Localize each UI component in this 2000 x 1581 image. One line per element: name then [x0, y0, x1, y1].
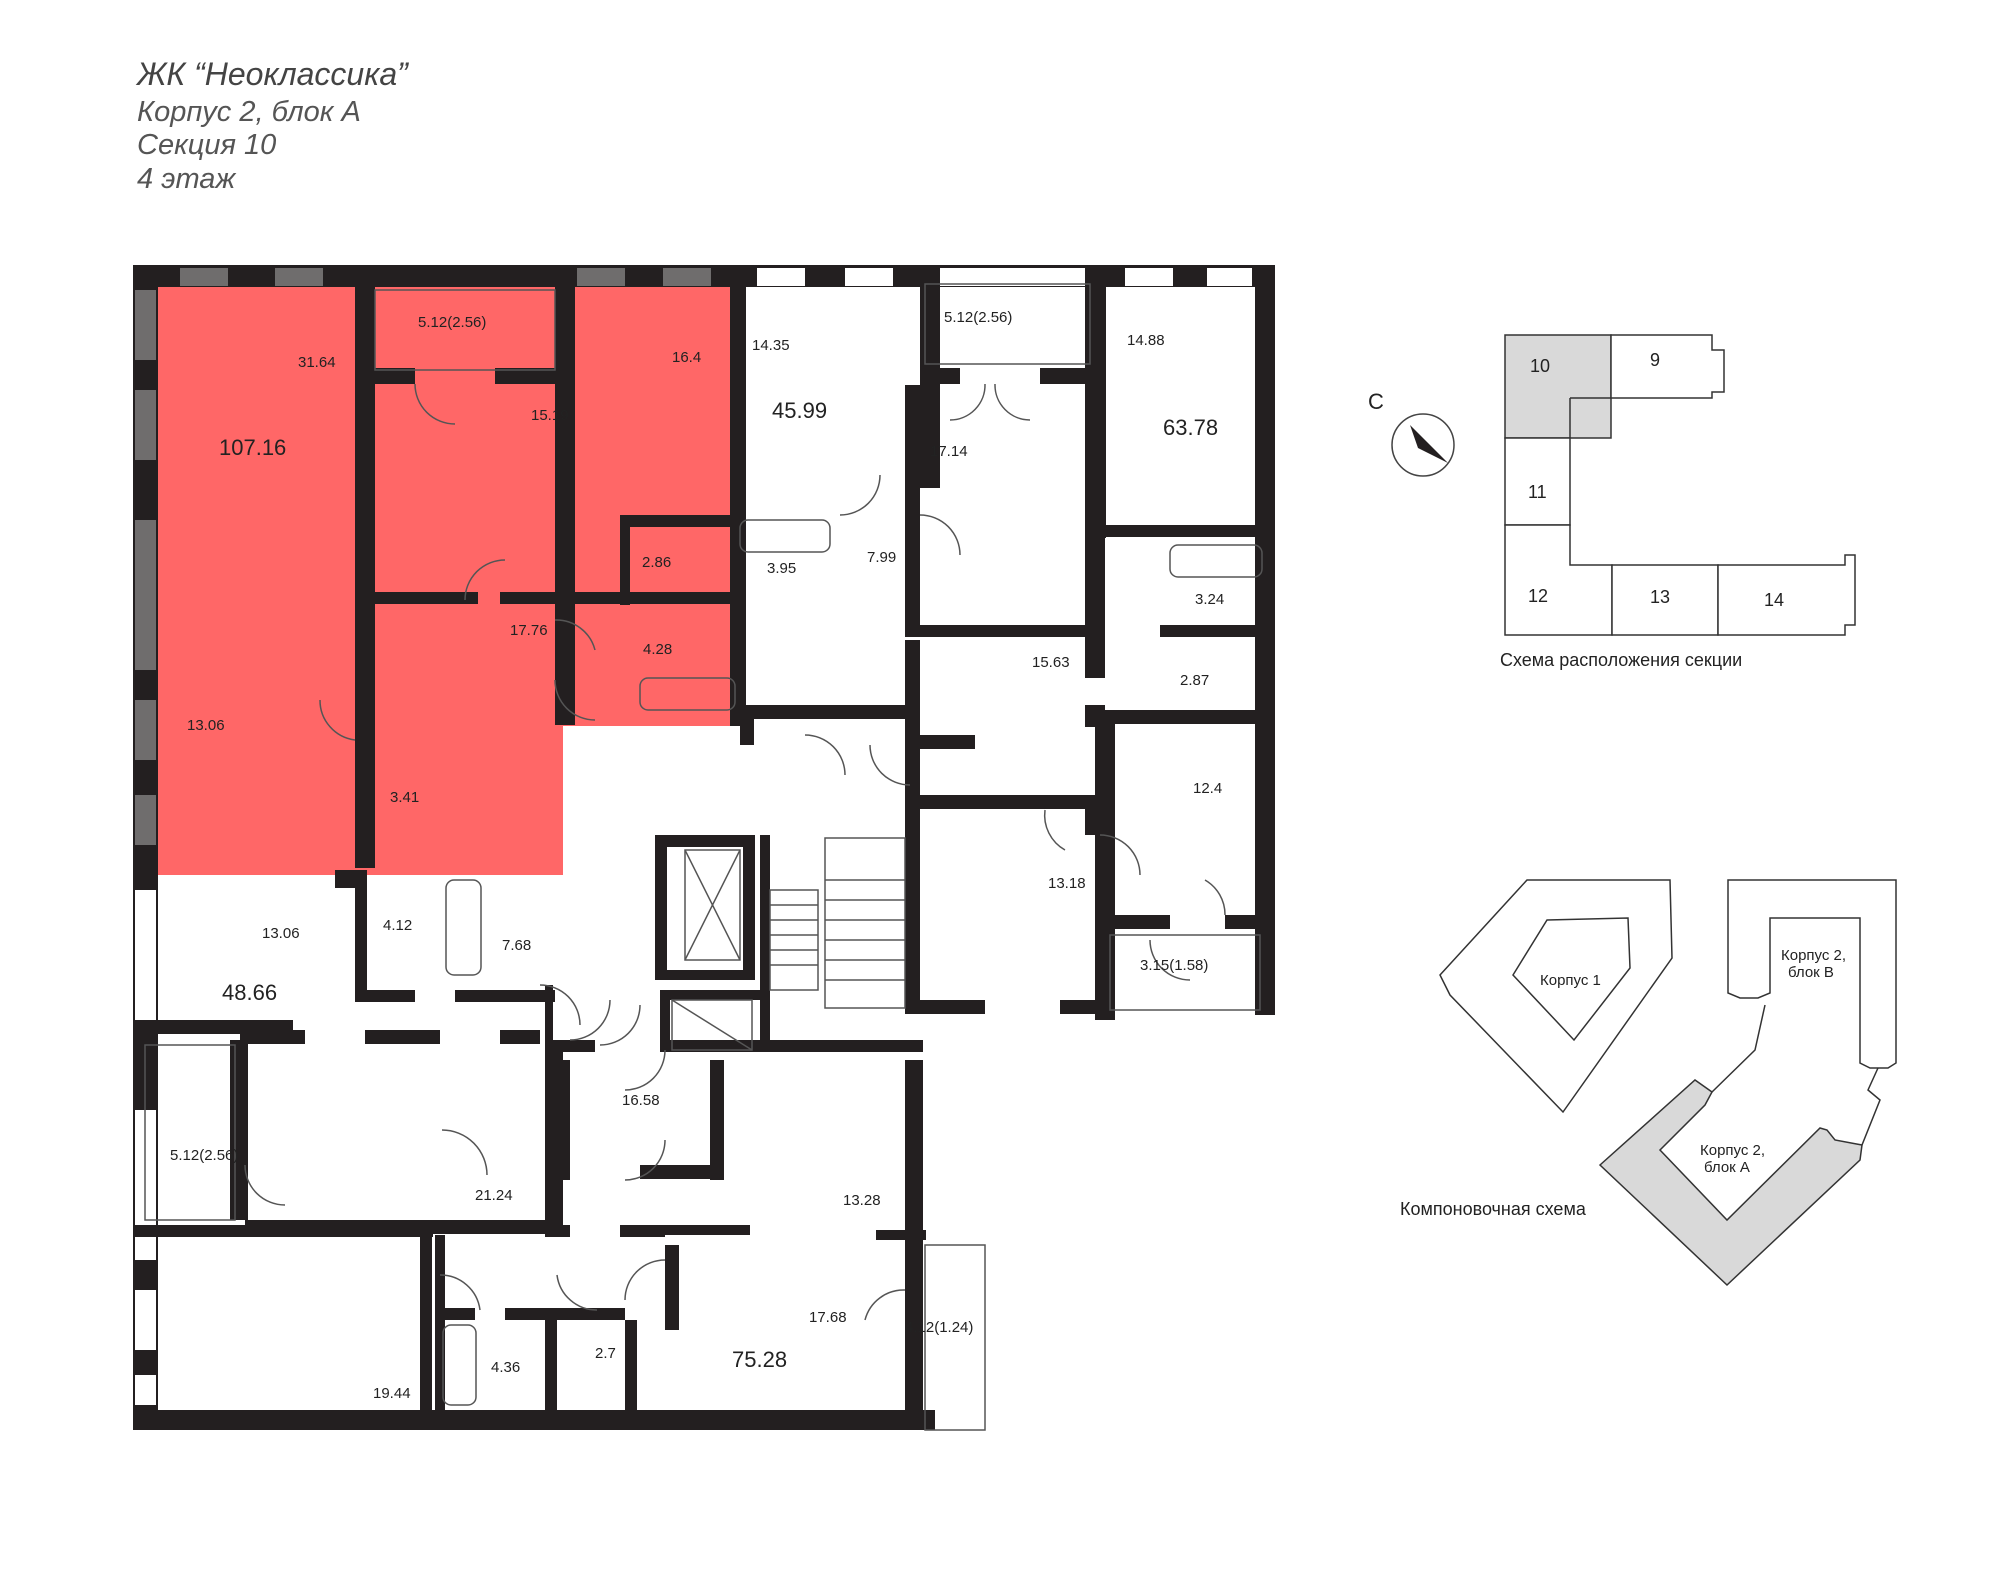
- apartment-total-area: 48.66: [222, 980, 277, 1005]
- section-number: 9: [1650, 350, 1660, 370]
- room-area: 3.41: [390, 789, 419, 806]
- apartment-total-area: 63.78: [1163, 415, 1218, 440]
- room-area: 14.35: [752, 337, 790, 354]
- room-area: 4.12(1.24): [905, 1319, 973, 1336]
- room-area: 13.06: [262, 925, 300, 942]
- section-label: Секция 10: [137, 129, 277, 161]
- building-label: блок А: [1704, 1159, 1750, 1176]
- apartment-total-area: 75.28: [732, 1347, 787, 1372]
- room-area: 14.88: [1127, 332, 1165, 349]
- room-area: 13.18: [1048, 875, 1086, 892]
- room-area: 7.68: [502, 937, 531, 954]
- building-label: Корпус 1: [1540, 972, 1601, 989]
- room-area: 3.24: [1195, 591, 1224, 608]
- walls: [133, 265, 1275, 1430]
- room-area: 2.87: [1180, 672, 1209, 689]
- room-area: 31.64: [298, 354, 336, 371]
- room-area: 15.63: [1032, 654, 1070, 671]
- layout-scheme: [1439, 879, 1897, 1287]
- room-area: 2.86: [642, 554, 671, 571]
- apartment-totals: 107.16 45.99 63.78 48.66 75.28: [219, 398, 1218, 1372]
- room-area: 3.15(1.58): [1140, 957, 1208, 974]
- building-label: Корпус 2,: [1700, 1142, 1765, 1159]
- room-area: 12.4: [1193, 780, 1222, 797]
- compass: С: [1368, 389, 1455, 477]
- room-area: 17.76: [510, 622, 548, 639]
- room-labels: 31.64 5.12(2.56) 16.4 15.19 2.86 17.76 4…: [170, 309, 1224, 1402]
- building-label: блок В: [1788, 964, 1834, 981]
- room-area: 7.99: [867, 549, 896, 566]
- plan-details: [144, 283, 1263, 1431]
- apartment-total-area: 45.99: [772, 398, 827, 423]
- section-number: 12: [1528, 586, 1548, 606]
- room-area: 13.06: [187, 717, 225, 734]
- section-number: 13: [1650, 587, 1670, 607]
- compass-north-label: С: [1368, 389, 1384, 414]
- layout-scheme-labels: Корпус 1 Корпус 2, блок В Корпус 2, блок…: [1400, 947, 1846, 1219]
- room-area: 13.28: [843, 1192, 881, 1209]
- section-scheme-labels: 10 9 11 12 13 14 Схема расположения секц…: [1500, 350, 1784, 670]
- room-area: 4.36: [491, 1359, 520, 1376]
- room-area: 5.12(2.56): [418, 314, 486, 331]
- layout-scheme-caption: Компоновочная схема: [1400, 1199, 1587, 1219]
- room-area: 17.68: [809, 1309, 847, 1326]
- building-label: Корпус 2,: [1781, 947, 1846, 964]
- room-area: 16.58: [622, 1092, 660, 1109]
- room-area: 2.7: [595, 1345, 616, 1362]
- floor-label: 4 этаж: [137, 163, 236, 195]
- room-area: 5.12(2.56): [170, 1147, 238, 1164]
- room-area: 3.95: [767, 560, 796, 577]
- room-area: 4.28: [643, 641, 672, 658]
- section-scheme-caption: Схема расположения секции: [1500, 650, 1742, 670]
- section-number: 14: [1764, 590, 1784, 610]
- room-area: 5.12(2.56): [944, 309, 1012, 326]
- section-number-current: 10: [1530, 356, 1550, 376]
- building-label: Корпус 2, блок А: [137, 96, 361, 128]
- section-number: 11: [1528, 482, 1547, 502]
- room-area: 16.4: [672, 349, 701, 366]
- room-area: 21.24: [475, 1187, 513, 1204]
- room-area: 4.12: [383, 917, 412, 934]
- room-area: 15.19: [531, 407, 569, 424]
- room-area: 19.44: [373, 1385, 411, 1402]
- complex-title: ЖК “Неоклассика”: [137, 56, 408, 92]
- section-scheme: [1504, 334, 1856, 636]
- apartment-total-area: 107.16: [219, 435, 286, 460]
- selected-apartment-highlight[interactable]: [133, 268, 740, 875]
- room-area: 17.14: [930, 443, 968, 460]
